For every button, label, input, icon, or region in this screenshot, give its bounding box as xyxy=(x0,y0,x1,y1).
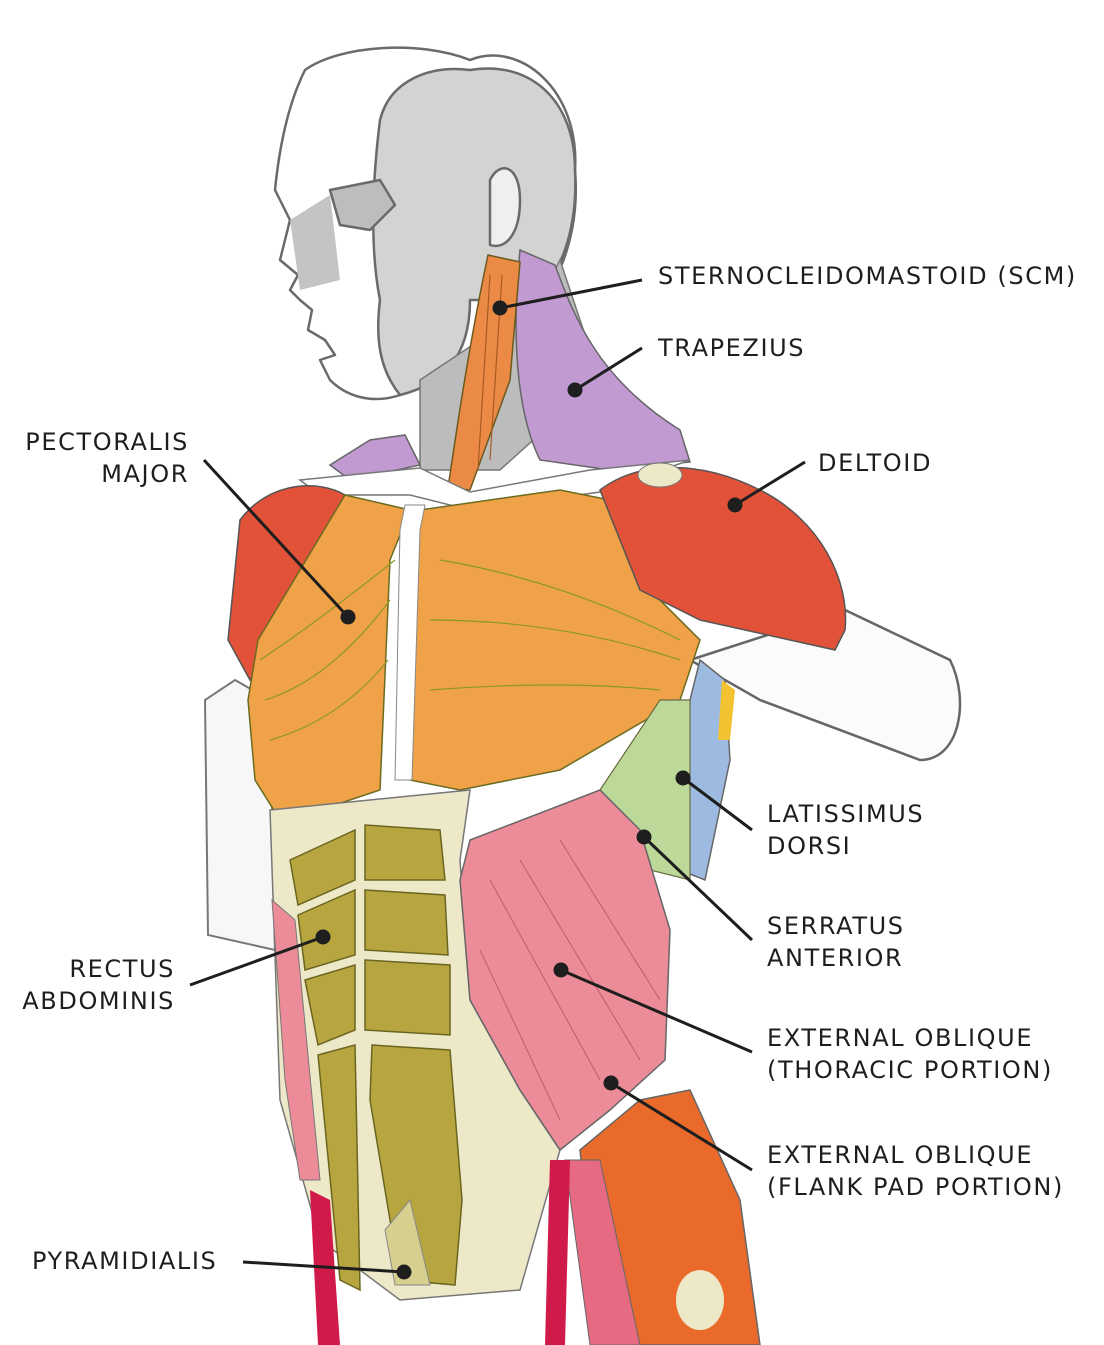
acromion xyxy=(637,462,683,488)
label-pyramidalis: PYRAMIDIALIS xyxy=(32,1247,218,1275)
label-deltoid: DELTOID xyxy=(818,449,933,477)
sternum xyxy=(394,504,426,781)
label-external-oblique-thoracic: EXTERNAL OBLIQUE(THORACIC PORTION) xyxy=(767,1024,1053,1084)
head xyxy=(273,46,577,401)
trapezius-muscle xyxy=(515,248,691,471)
right-arm xyxy=(686,608,962,762)
leader-lines xyxy=(189,278,806,1280)
pyramidalis-muscle xyxy=(384,1198,431,1286)
rectus-abdominis xyxy=(289,824,463,1292)
crimson-muscle-right xyxy=(545,1160,570,1345)
teres-muscle xyxy=(718,680,735,740)
label-trapezius: TRAPEZIUS xyxy=(658,334,806,362)
label-scm: STERNOCLEIDOMASTOID (SCM) xyxy=(658,262,1077,290)
left-oblique-strip xyxy=(271,898,321,1181)
hip-bone xyxy=(676,1270,724,1330)
label-external-oblique-flank: EXTERNAL OBLIQUE(FLANK PAD PORTION) xyxy=(767,1141,1064,1201)
thigh-pink-muscle xyxy=(564,1159,641,1345)
